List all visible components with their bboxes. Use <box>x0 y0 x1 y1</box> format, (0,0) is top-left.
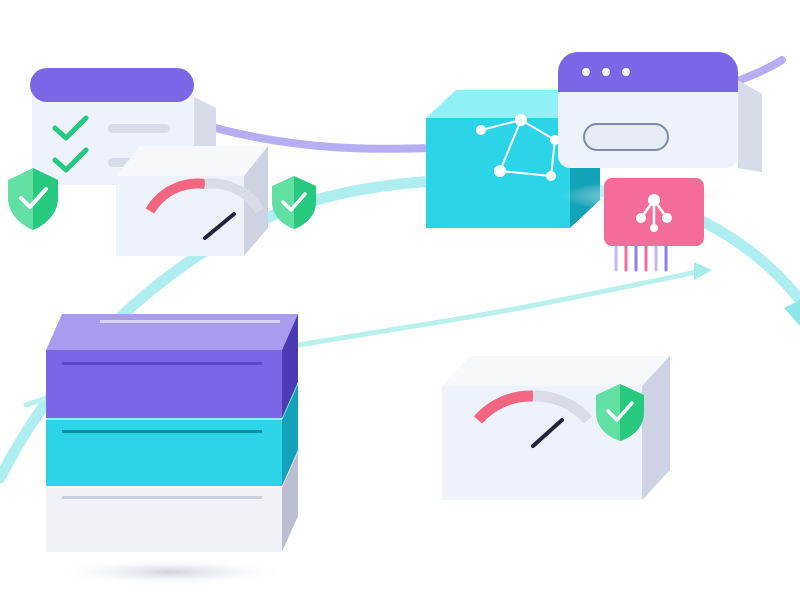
flow-arrow-icon <box>694 262 712 280</box>
gauge-icon <box>145 178 265 240</box>
browser-window <box>558 52 762 212</box>
shield-check-icon <box>596 384 644 441</box>
flow-arrow-icon <box>784 300 800 326</box>
server-tier-purple <box>46 314 298 418</box>
shield-check-icon <box>272 176 316 229</box>
check-icon <box>52 115 89 173</box>
gauge-box-top <box>116 146 268 256</box>
gauge-box-bottom <box>442 356 670 500</box>
chip-share-icon <box>604 178 704 272</box>
window-title-bar <box>30 68 194 102</box>
network-graph-icon <box>480 119 556 177</box>
window-dots-icon <box>582 68 630 76</box>
shield-check-icon <box>8 168 58 230</box>
gauge-icon <box>473 390 593 448</box>
server-stack <box>46 314 298 586</box>
